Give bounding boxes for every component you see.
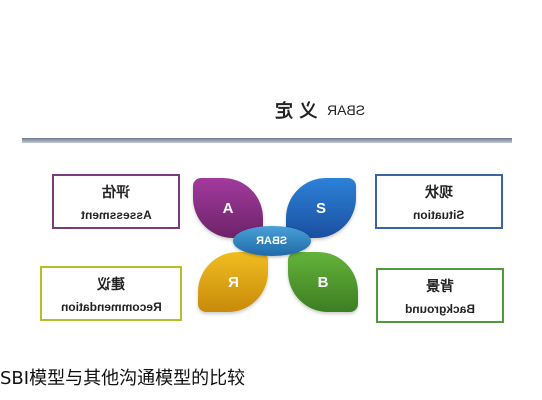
situation-box: 现状 Situation xyxy=(375,174,503,229)
recommendation-box: 建议 Recommendation xyxy=(40,266,182,321)
center-label: SBAR xyxy=(256,235,288,247)
situation-zh-label: 现状 xyxy=(425,184,453,201)
title-zh: 义 定 xyxy=(274,101,318,122)
assessment-box: 评估 Assessment xyxy=(52,174,180,229)
image-caption: SBI模型与其他沟通模型的比较 xyxy=(0,368,246,389)
assessment-en-label: Assessment xyxy=(80,207,152,222)
recommendation-leaf: R xyxy=(198,252,268,312)
assessment-letter: A xyxy=(222,199,234,217)
situation-en-label: Situation xyxy=(413,207,465,222)
background-leaf: B xyxy=(288,252,358,312)
situation-letter: S xyxy=(315,199,326,217)
background-en-label: Background xyxy=(404,301,475,316)
recommendation-letter: R xyxy=(227,273,239,291)
title-divider xyxy=(22,138,512,143)
background-box: 背景 Background xyxy=(376,268,504,323)
recommendation-en-label: Recommendation xyxy=(60,299,162,314)
center-sbar-oval: SBAR xyxy=(233,226,311,256)
diagram-title: 义 定 SBAR xyxy=(240,95,400,125)
recommendation-zh-label: 建议 xyxy=(97,276,125,293)
assessment-zh-label: 评估 xyxy=(102,184,130,201)
background-zh-label: 背景 xyxy=(426,278,454,295)
title-en: SBAR xyxy=(327,102,366,118)
background-letter: B xyxy=(317,273,329,291)
